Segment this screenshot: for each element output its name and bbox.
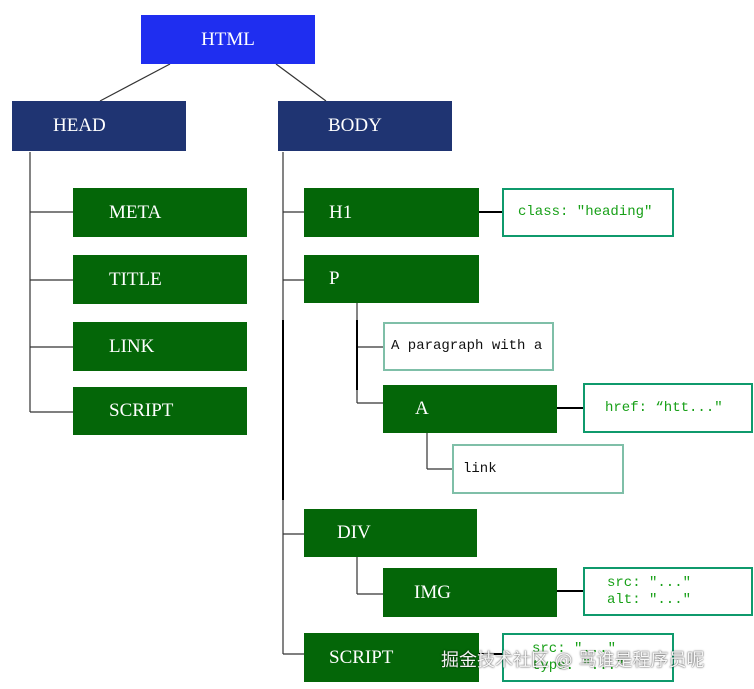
title-node: TITLE xyxy=(73,255,247,304)
body-node: BODY xyxy=(278,101,452,151)
script-attributes: src: "..." type: "..." xyxy=(502,633,674,682)
link-node: LINK xyxy=(73,322,247,371)
h1-class-text: class: "heading" xyxy=(518,204,653,220)
a-href-attribute: href: “htt..." xyxy=(583,383,753,433)
paragraph-text-node: A paragraph with a xyxy=(383,322,554,371)
img-src-text: src: "..." xyxy=(607,574,692,591)
paragraph-text: A paragraph with a xyxy=(391,338,543,354)
html-node: HTML xyxy=(141,15,315,64)
body-script-node: SCRIPT xyxy=(304,633,479,682)
link-text-node: link xyxy=(452,444,624,494)
div-node: DIV xyxy=(304,509,477,557)
head-script-node: SCRIPT xyxy=(73,387,247,435)
a-href-text: href: “htt..." xyxy=(605,399,723,416)
script-src-text: src: "..." xyxy=(532,640,617,657)
img-node: IMG xyxy=(383,568,557,617)
watermark: 掘金技术社区 @ 骂谁是程序员呢 xyxy=(441,650,705,671)
link-text: link xyxy=(463,460,497,477)
p-node: P xyxy=(304,255,479,303)
img-attributes: src: "..." alt: "..." xyxy=(583,567,753,616)
a-node: A xyxy=(383,385,557,433)
head-node: HEAD xyxy=(12,101,186,151)
meta-node: META xyxy=(73,188,247,237)
h1-class-attribute: class: "heading" xyxy=(502,188,674,237)
img-alt-text: alt: "..." xyxy=(607,591,692,608)
script-type-text: type: "..." xyxy=(532,657,625,674)
h1-node: H1 xyxy=(304,188,479,237)
